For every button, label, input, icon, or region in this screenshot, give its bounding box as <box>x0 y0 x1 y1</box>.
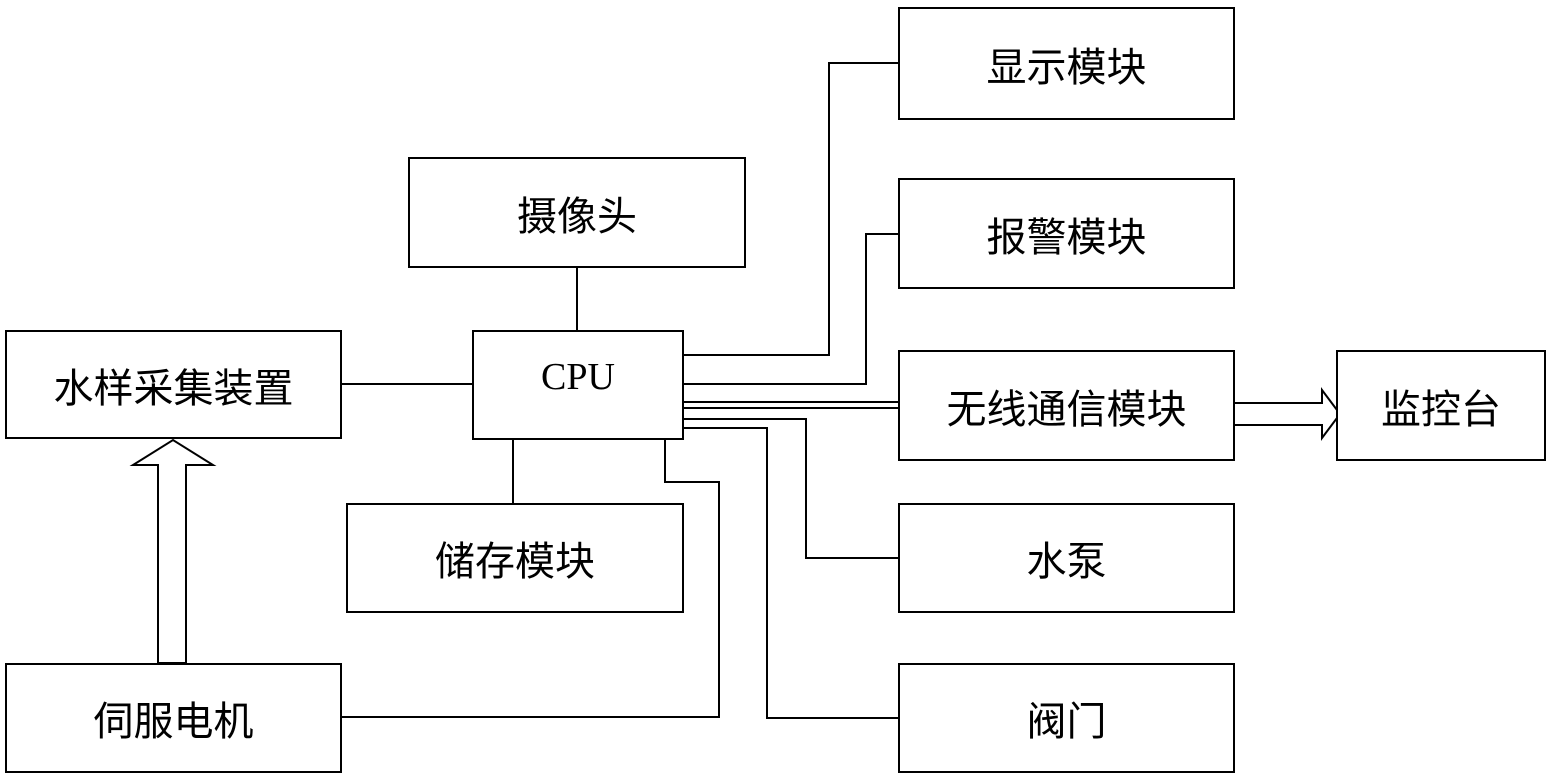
cpu-label: CPU <box>541 356 615 398</box>
servo-motor-label: 伺服电机 <box>93 699 254 745</box>
water-sampler-box: 水样采集装置 <box>5 330 342 439</box>
camera-label: 摄像头 <box>517 193 637 240</box>
valve-label: 阀门 <box>1026 699 1107 745</box>
arrow-servo-to-sampler <box>129 438 217 664</box>
wire-cpu-valve <box>684 427 898 719</box>
monitor-console-label: 监控台 <box>1381 386 1501 433</box>
water-pump-box: 水泵 <box>898 503 1235 613</box>
wire-cpu-pump <box>684 418 898 559</box>
wireless-module-label: 无线通信模块 <box>946 386 1187 433</box>
wire-cpu-servo <box>342 440 720 718</box>
display-module-label: 显示模块 <box>986 44 1147 91</box>
servo-motor-box: 伺服电机 <box>5 663 342 773</box>
water-pump-label: 水泵 <box>1026 539 1107 585</box>
monitor-console-box: 监控台 <box>1336 350 1546 461</box>
alarm-module-label: 报警模块 <box>986 214 1147 261</box>
arrow-wireless-to-monitor <box>1233 387 1342 441</box>
storage-module-box: 储存模块 <box>346 503 684 613</box>
wireless-module-box: 无线通信模块 <box>898 350 1235 461</box>
valve-box: 阀门 <box>898 663 1235 773</box>
storage-module-label: 储存模块 <box>435 539 595 585</box>
wire-cpu-display <box>684 62 898 356</box>
alarm-module-box: 报警模块 <box>898 178 1235 289</box>
display-module-box: 显示模块 <box>898 7 1235 120</box>
cpu-box: CPU <box>472 330 684 440</box>
wire-cpu-alarm <box>684 233 898 385</box>
camera-box: 摄像头 <box>408 157 746 268</box>
water-sampler-label: 水样采集装置 <box>53 365 294 412</box>
